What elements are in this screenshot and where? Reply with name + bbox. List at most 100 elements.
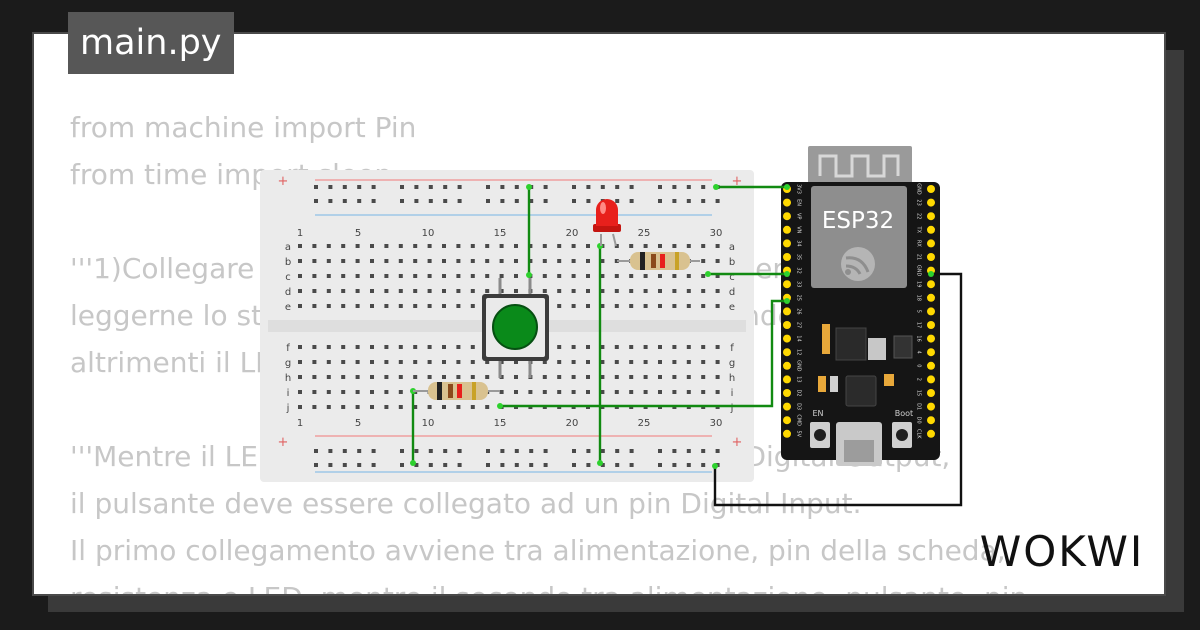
- esp32-pin-label: TX: [916, 226, 922, 234]
- esp32-pin-label: RX: [916, 240, 922, 247]
- rail-hole: [572, 185, 576, 189]
- code-line: Il primo collegamento avviene tra alimen…: [70, 534, 1006, 567]
- resistor-led[interactable]: [617, 252, 700, 270]
- esp32-pin-left[interactable]: [783, 239, 791, 248]
- breadboard-hole: [442, 259, 446, 263]
- row-letter: j: [286, 403, 290, 414]
- breadboard-hole: [370, 360, 374, 364]
- esp32-pin-label: 13: [796, 376, 802, 382]
- row-letter: c: [729, 272, 735, 283]
- rail-hole: [686, 449, 691, 453]
- esp32-pin-left[interactable]: [783, 389, 791, 397]
- rail-hole: [629, 199, 634, 203]
- breadboard-hole: [542, 259, 547, 263]
- esp32-pin-right[interactable]: [927, 361, 935, 370]
- breadboard-hole: [715, 390, 720, 394]
- rail-hole: [529, 463, 534, 467]
- rail-hole: [600, 463, 605, 467]
- breadboard-hole: [571, 360, 576, 364]
- esp32-pin-right[interactable]: [927, 307, 935, 316]
- file-name-tab[interactable]: main.py: [68, 12, 234, 74]
- breadboard-hole: [398, 345, 403, 349]
- rail-hole: [443, 449, 448, 453]
- esp32-pin-label: 22: [916, 213, 922, 219]
- esp32-pin-left[interactable]: [783, 225, 791, 234]
- esp32-pin-left[interactable]: [783, 307, 791, 316]
- smd-component: [893, 335, 913, 359]
- breadboard-hole: [370, 345, 374, 349]
- esp32-pin-left[interactable]: [783, 402, 791, 411]
- esp32-pin-label: 34: [796, 240, 802, 246]
- esp32-pin-left[interactable]: [783, 253, 791, 261]
- breadboard-hole: [384, 345, 389, 349]
- breadboard-hole: [470, 345, 475, 349]
- breadboard-hole: [514, 244, 518, 248]
- breadboard-hole: [298, 259, 302, 263]
- rail-hole: [428, 199, 433, 203]
- esp32-pin-right[interactable]: [927, 185, 935, 193]
- esp32-pin-right[interactable]: [927, 293, 935, 302]
- esp32-pin-right[interactable]: [927, 402, 935, 411]
- breadboard-hole: [427, 360, 432, 364]
- breadboard-hole: [499, 360, 504, 364]
- esp32-pin-left[interactable]: [783, 321, 791, 329]
- breadboard-hole: [341, 304, 346, 308]
- esp32-pin-right[interactable]: [927, 375, 935, 384]
- en-button[interactable]: [810, 422, 830, 448]
- breadboard-hole: [715, 259, 720, 263]
- esp32-pin-right[interactable]: [927, 348, 935, 357]
- red-led[interactable]: [593, 199, 621, 247]
- breadboard-hole: [370, 259, 374, 263]
- breadboard-hole: [701, 289, 706, 293]
- pushbutton[interactable]: [482, 278, 549, 378]
- esp32-pin-right[interactable]: [927, 212, 935, 221]
- rail-plus-sign: +: [278, 174, 289, 189]
- esp32-pin-label: 5V: [796, 430, 802, 437]
- esp32-pin-right[interactable]: [927, 334, 935, 343]
- breadboard-hole: [672, 244, 677, 248]
- esp32-pin-right[interactable]: [927, 429, 935, 438]
- esp32-pin-left[interactable]: [783, 429, 791, 438]
- column-number: 1: [297, 418, 303, 429]
- esp32-pin-left[interactable]: [783, 348, 791, 357]
- breadboard-hole: [312, 259, 317, 263]
- wokwi-logo[interactable]: WOKWI: [976, 524, 1148, 576]
- esp32-pin-right[interactable]: [927, 321, 935, 329]
- row-letter: g: [729, 358, 735, 369]
- breadboard-hole: [413, 405, 418, 409]
- esp32-pin-left[interactable]: [783, 361, 791, 370]
- esp32-pin-right[interactable]: [927, 239, 935, 248]
- esp32-pin-left[interactable]: [783, 198, 791, 207]
- esp32-pin-right[interactable]: [927, 416, 935, 425]
- esp32-pin-left[interactable]: [783, 375, 791, 384]
- breadboard-hole: [485, 274, 490, 278]
- wire-endpoints: [410, 184, 934, 469]
- rail-hole: [701, 449, 706, 453]
- esp32-pin-right[interactable]: [927, 389, 935, 397]
- breadboard-hole: [542, 289, 547, 293]
- breadboard-hole: [398, 375, 403, 379]
- esp32-pin-left[interactable]: [783, 280, 791, 289]
- rail-hole: [543, 185, 548, 189]
- rail-hole: [457, 199, 462, 203]
- breadboard-hole: [686, 289, 691, 293]
- column-number: 15: [494, 418, 507, 429]
- breadboard-hole: [600, 274, 605, 278]
- esp32-pin-left[interactable]: [783, 212, 791, 221]
- esp32-pin-right[interactable]: [927, 198, 935, 207]
- rail-hole: [400, 463, 404, 467]
- breadboard-hole: [413, 304, 418, 308]
- esp32-pin-left[interactable]: [783, 416, 791, 425]
- en-button-label: EN: [812, 409, 823, 418]
- esp32-pin-right[interactable]: [927, 253, 935, 261]
- boot-button[interactable]: [892, 422, 912, 448]
- rail-hole: [629, 449, 634, 453]
- resistor-pulldown[interactable]: [413, 382, 500, 400]
- esp32-pin-right[interactable]: [927, 225, 935, 234]
- pushbutton-cap[interactable]: [492, 304, 538, 350]
- esp32-pin-right[interactable]: [927, 280, 935, 289]
- breadboard-hole: [370, 274, 374, 278]
- esp32-pin-left[interactable]: [783, 334, 791, 343]
- rail-hole: [314, 463, 318, 467]
